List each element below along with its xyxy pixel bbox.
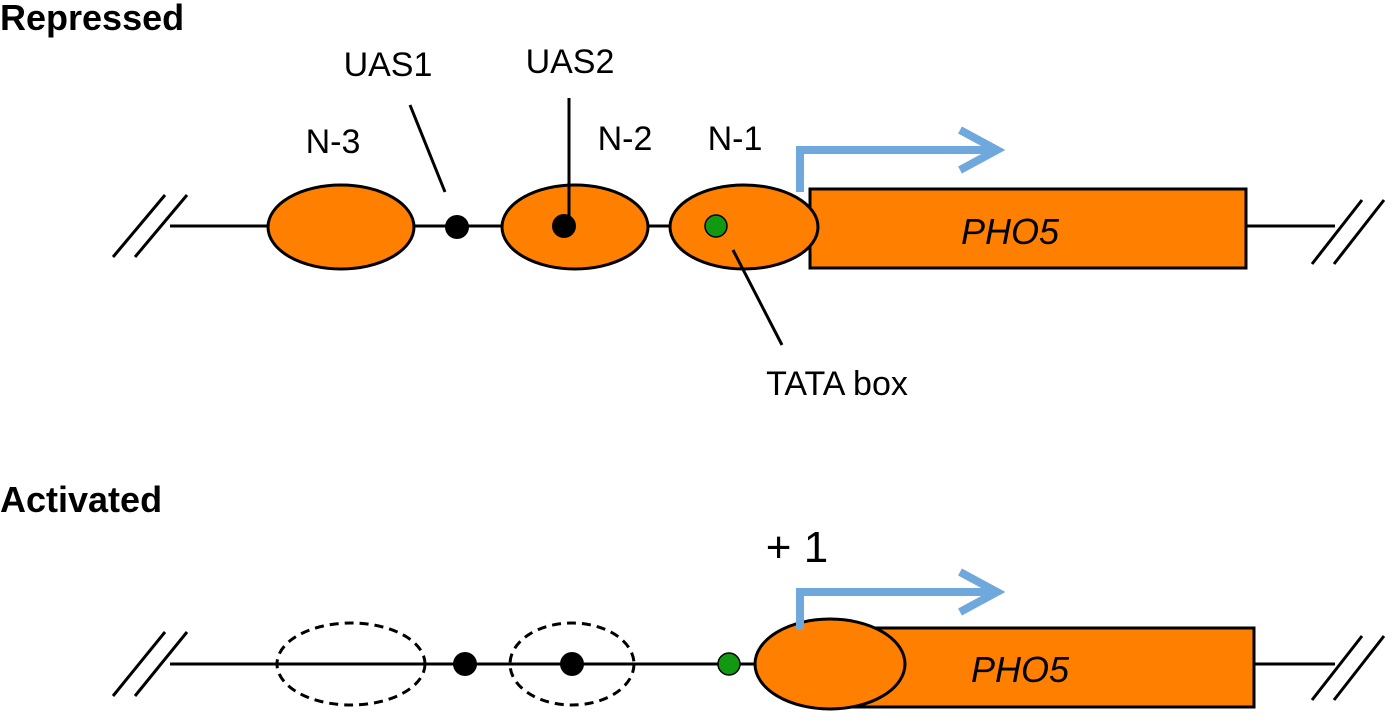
tata-box-dot-repressed — [704, 214, 728, 238]
uas1-pointer-line — [408, 104, 447, 193]
nucleosome-plus1 — [753, 617, 907, 711]
repressed-heading: Repressed — [0, 0, 184, 38]
dna-break-right-activated — [1310, 635, 1386, 701]
nucleosome-n1 — [668, 183, 820, 271]
uas1-dot-activated — [453, 652, 477, 676]
uas2-label: UAS2 — [526, 43, 615, 81]
nucleosome-n2-label: N-2 — [598, 120, 653, 158]
pho5-gene-label-repressed: PHO5 — [961, 211, 1060, 252]
plus-one-label: + 1 — [766, 523, 828, 572]
nucleosome-n3 — [266, 183, 416, 271]
uas1-dot — [445, 215, 469, 239]
pho5-gene-box-activated — [848, 626, 1256, 709]
dna-break-left-repressed — [111, 194, 189, 258]
uas1-label: UAS1 — [344, 46, 433, 84]
activated-heading: Activated — [0, 479, 162, 520]
dna-break-left-activated — [111, 631, 189, 697]
nucleosome-n1-label: N-1 — [708, 120, 763, 158]
tata-pointer-line — [731, 249, 784, 346]
depleted-nucleosome-n3 — [275, 621, 427, 707]
pho5-gene-box-repressed — [808, 187, 1248, 270]
depleted-nucleosome-n2 — [508, 621, 636, 707]
uas2-dot-activated — [560, 652, 584, 676]
tata-box-dot-activated — [717, 652, 741, 676]
transcription-arrow-repressed — [796, 126, 1006, 192]
pho5-gene-label-activated: PHO5 — [971, 649, 1070, 690]
nucleosome-n3-label: N-3 — [306, 123, 361, 161]
transcription-arrow-activated — [796, 568, 1006, 630]
uas2-dot — [552, 214, 576, 238]
dna-break-right-repressed — [1310, 199, 1386, 265]
tata-box-label: TATA box — [766, 365, 908, 403]
